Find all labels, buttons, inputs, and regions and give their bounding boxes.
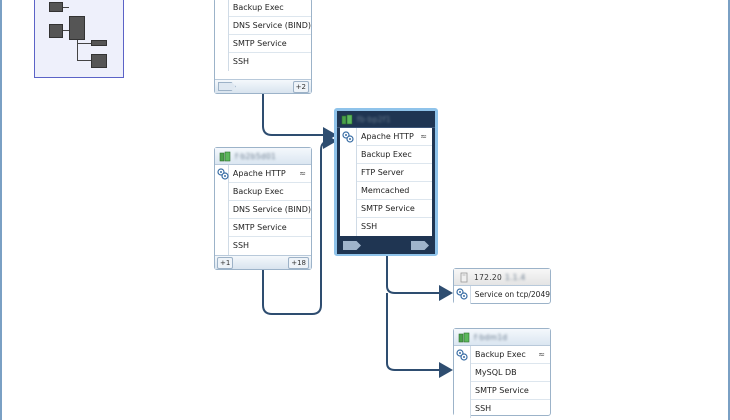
service-label: SMTP Service [475,386,529,395]
gear-cluster-icon [342,131,354,143]
service-gutter [340,128,357,236]
service-label: Backup Exec [475,350,526,359]
more-services-button[interactable]: +18 [288,257,309,269]
minimap-node [49,24,63,38]
service-label: DNS Service (BIND) [232,21,311,30]
minimap-link [77,60,91,61]
chevron-up-icon[interactable]: ≈ [299,169,306,178]
service-row[interactable]: Backup Exec [228,183,311,201]
minimap-node [49,2,63,12]
server-icon [219,151,231,161]
node-footer: +1 +18 [215,255,311,269]
wire-top-to-center [262,94,337,143]
server-icon [341,114,353,124]
collapse-tab[interactable] [218,82,236,91]
service-row[interactable]: SMTP Service [471,382,550,400]
service-label: SSH [361,222,378,231]
outgoing-tab[interactable] [411,241,429,250]
service-label: Backup Exec [361,150,412,159]
service-label: Memcached [361,186,410,195]
minimap-link [77,40,78,60]
more-services-button[interactable]: +2 [292,81,309,93]
service-row[interactable]: SSH [357,218,432,236]
minimap-node [91,54,107,68]
minimap-link [77,43,91,44]
node-title: 172.20 [474,272,503,282]
service-label: MySQL DB [475,368,517,377]
service-label: Apache HTTP [361,132,414,141]
service-label: SMTP Service [232,223,287,232]
service-row[interactable]: Backup Exec [357,146,432,164]
service-row[interactable]: Apache HTTP ≈ [357,128,432,146]
minimap[interactable] [34,0,124,78]
chevron-up-icon[interactable]: ≈ [538,350,545,359]
node-footer [337,236,435,254]
host-node-selected[interactable]: fb·bp2f1 Apache HTTP ≈ Backup Exec FTP Se… [334,108,438,256]
host-node-bottom[interactable]: f·bdm1d Backup Exec ≈ MySQL DB SMTP Servi… [453,328,551,418]
service-label: Service on tcp/2049 [474,290,550,299]
service-row[interactable]: Service on tcp/2049 [471,286,550,304]
service-label: SSH [475,404,492,413]
service-panel: Apache HTTP ≈ Backup Exec FTP Server Memc… [340,128,432,236]
service-row[interactable]: SMTP Service [228,219,311,237]
node-footer: +2 [215,79,311,93]
node-header[interactable]: 172.20 1.1.4 [454,269,550,286]
service-label: Backup Exec [232,3,284,12]
service-label: SMTP Service [361,204,415,213]
server-icon [458,332,470,342]
gear-cluster-icon [217,168,229,180]
minimap-link [63,7,69,8]
service-row[interactable]: DNS Service (BIND) [228,201,311,219]
node-title: f·bdm1d [474,332,508,342]
service-gutter [454,346,471,418]
service-row[interactable]: DNS Service (BIND) [228,17,311,35]
service-label: FTP Server [361,168,404,177]
wire-center-to-bottom [386,293,453,378]
service-row[interactable]: SSH [471,400,550,418]
incoming-tab[interactable] [343,241,361,250]
service-row[interactable]: SMTP Service [357,200,432,218]
service-label: Backup Exec [232,187,284,196]
minimap-node [69,16,85,40]
service-label: DNS Service (BIND) [232,205,311,214]
service-label: SSH [232,241,250,250]
gear-cluster-icon [456,349,468,361]
service-row[interactable]: Backup Exec [228,0,311,17]
node-header[interactable]: f·bdm1d [454,329,550,346]
service-row[interactable]: FTP Server [357,164,432,182]
wire-center-to-ip [386,256,453,301]
service-row[interactable]: Memcached [357,182,432,200]
node-title-suffix: 1.1.4 [505,272,526,282]
network-host-icon [460,272,468,282]
service-row[interactable]: SSH [229,237,311,255]
minimap-link [63,30,69,31]
service-row[interactable]: Backup Exec ≈ [471,346,550,364]
service-gutter [454,286,471,304]
service-row[interactable]: Apache HTTP ≈ [228,165,311,183]
host-node-top[interactable]: Backup Exec DNS Service (BIND) SMTP Serv… [214,0,312,94]
node-title: f·b2b5d01 [235,151,277,161]
gear-cluster-icon [456,288,468,300]
node-header[interactable]: f·b2b5d01 [215,148,311,165]
service-label: SMTP Service [232,39,287,48]
node-header[interactable]: fb·bp2f1 [337,111,435,128]
minimap-node [91,40,107,46]
node-title: fb·bp2f1 [357,114,391,124]
chevron-up-icon[interactable]: ≈ [420,132,427,141]
host-node-left[interactable]: f·b2b5d01 Apache HTTP ≈ Backup Exec DNS S… [214,147,312,270]
service-row[interactable]: SMTP Service [228,35,311,53]
service-row[interactable]: SSH [229,53,311,71]
incoming-count-button[interactable]: +1 [217,257,234,269]
service-gutter [215,165,229,255]
service-gutter [215,0,229,71]
service-label: SSH [232,57,250,66]
ip-node[interactable]: 172.20 1.1.4 Service on tcp/2049 [453,268,551,304]
gutter-overlay [215,0,232,77]
service-label: Apache HTTP [232,169,286,178]
service-row[interactable]: MySQL DB [471,364,550,382]
